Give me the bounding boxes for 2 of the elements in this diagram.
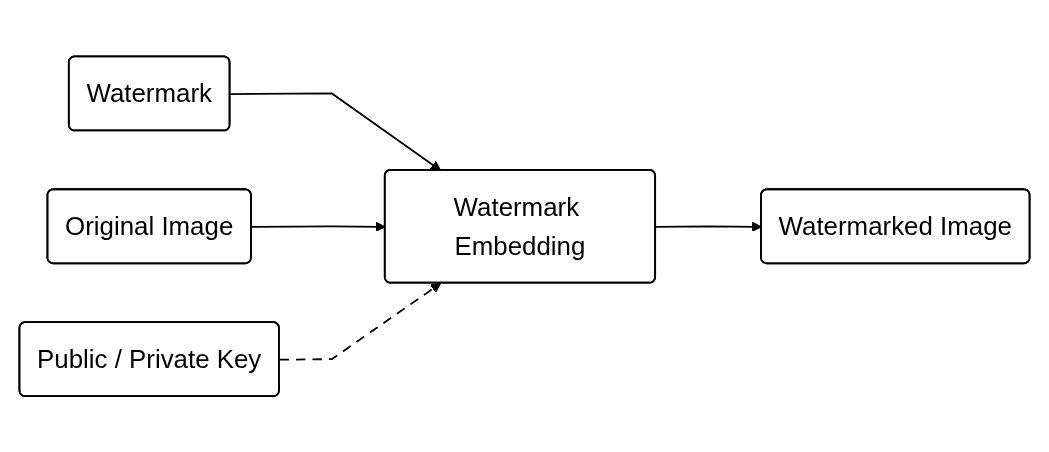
arrow xyxy=(278,282,442,361)
arrow xyxy=(229,92,442,171)
